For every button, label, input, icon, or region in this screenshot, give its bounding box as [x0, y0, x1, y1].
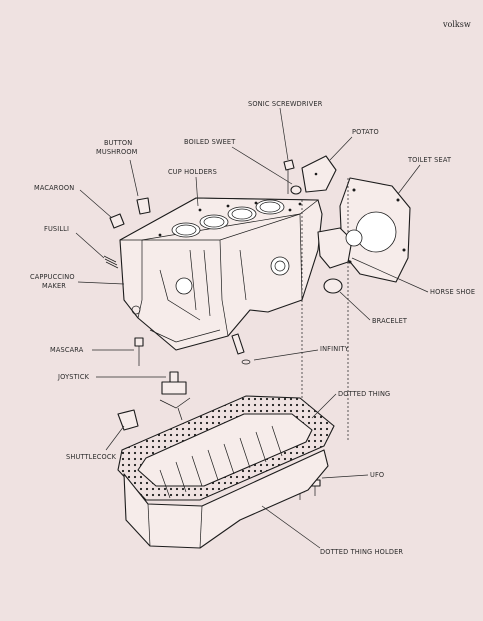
label-potato: POTATO: [352, 128, 379, 136]
label-cup-holders: CUP HOLDERS: [168, 168, 217, 176]
label-button-mushroom-line1: BUTTON: [104, 139, 132, 147]
labels: SONIC SCREWDRIVER POTATO BUTTON MUSHROOM…: [30, 100, 475, 556]
small-cover-plate: [301, 155, 337, 193]
label-button-mushroom-line2: MUSHROOM: [96, 148, 138, 156]
label-shuttlecock: SHUTTLECOCK: [66, 453, 117, 461]
label-joystick: JOYSTICK: [57, 373, 90, 381]
bracelet-ring: [323, 278, 343, 294]
label-macaroon: MACAROON: [34, 184, 74, 192]
rear-plate: [339, 177, 411, 283]
corner-watermark-text: volksw: [443, 20, 471, 29]
seal-housing: [317, 227, 363, 269]
leader-lines: [75, 107, 429, 549]
label-boiled-sweet: BOILED SWEET: [184, 138, 236, 146]
label-horse-shoe: HORSE SHOE: [430, 288, 475, 296]
label-infinity: INFINITY: [320, 345, 350, 353]
label-ufo: UFO: [370, 471, 384, 479]
engine-block: [119, 197, 323, 351]
small-parts-left: [103, 159, 321, 500]
label-fusilli: FUSILLI: [44, 225, 69, 233]
label-cappuccino-maker-line1: CAPPUCCINO: [30, 273, 75, 281]
oil-pan: [123, 425, 329, 549]
label-toilet-seat: TOILET SEAT: [407, 156, 452, 164]
label-sonic-screwdriver: SONIC SCREWDRIVER: [248, 100, 323, 108]
label-cappuccino-maker-line2: MAKER: [42, 282, 66, 290]
label-dotted-thing: DOTTED THING: [338, 390, 390, 398]
label-dotted-thing-holder: DOTTED THING HOLDER: [320, 548, 403, 556]
oil-pan-gasket: [117, 395, 335, 501]
label-mascara: MASCARA: [50, 346, 84, 354]
label-bracelet: BRACELET: [372, 317, 408, 325]
